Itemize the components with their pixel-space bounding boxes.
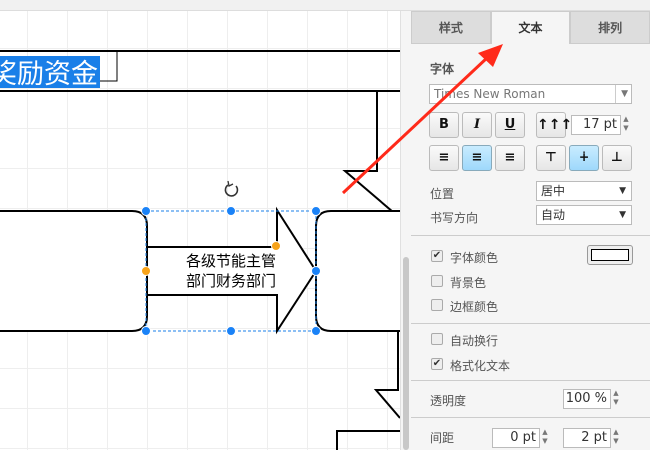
align-left-button[interactable]: ≡ <box>429 145 459 171</box>
formatted-text-checkbox[interactable]: ✔ <box>431 358 443 370</box>
direction-label: 书写方向 <box>430 211 479 225</box>
diagram-canvas[interactable]: 奖励资金 各级节能主管 部门财务部门 <box>0 11 400 450</box>
align-middle-button[interactable]: ∔ <box>569 145 599 171</box>
divider <box>411 417 650 418</box>
align-center-button[interactable]: ≡ <box>462 145 492 171</box>
opacity-spinner[interactable]: ▲▼ <box>613 389 619 406</box>
resize-handle[interactable] <box>226 206 236 216</box>
resize-handle[interactable] <box>141 206 151 216</box>
line-spacing-icon[interactable]: ↑↑↑ <box>536 112 572 138</box>
font-size-input[interactable]: 17 pt <box>571 115 621 135</box>
font-section-label: 字体 <box>430 62 455 76</box>
position-select[interactable]: 居中 ▼ <box>536 181 632 201</box>
resize-handle[interactable] <box>311 326 321 336</box>
formatted-text-label: 格式化文本 <box>450 359 511 373</box>
spacing-global-spinner[interactable]: ▲▼ <box>613 428 619 445</box>
font-color-swatch[interactable] <box>587 245 633 265</box>
bold-button[interactable]: B <box>429 112 459 138</box>
selected-text[interactable]: 奖励资金 <box>0 59 98 90</box>
tab-arrange[interactable]: 排列 <box>570 11 650 44</box>
font-size-spinner[interactable]: ▲▼ <box>623 115 629 132</box>
spacing-top-spinner[interactable]: ▲▼ <box>542 428 548 445</box>
word-wrap-label: 自动换行 <box>450 334 499 348</box>
down-arrow[interactable] <box>342 91 400 219</box>
vertical-scrollbar[interactable] <box>400 11 411 450</box>
constraint-handle[interactable] <box>141 266 151 276</box>
dropdown-arrow-icon: ▼ <box>615 85 628 103</box>
bottom-box[interactable] <box>336 430 400 450</box>
format-panel: 样式 文本 排列 字体 Times New Roman ▼ B I U ↑↑↑ 1… <box>411 11 650 450</box>
italic-button[interactable]: I <box>462 112 492 138</box>
direction-select[interactable]: 自动 ▼ <box>536 205 632 225</box>
down-arrow-bottom[interactable] <box>373 331 400 419</box>
spacing-global-input[interactable]: 2 pt <box>563 428 611 448</box>
tab-style[interactable]: 样式 <box>411 11 491 44</box>
resize-handle[interactable] <box>311 266 321 276</box>
position-label: 位置 <box>430 187 455 201</box>
opacity-input[interactable]: 100 % <box>563 389 611 409</box>
right-process-box[interactable] <box>315 210 400 332</box>
align-right-button[interactable]: ≡ <box>495 145 525 171</box>
opacity-label: 透明度 <box>430 394 467 408</box>
border-color-checkbox[interactable] <box>431 299 443 311</box>
font-color-checkbox[interactable]: ✔ <box>431 250 443 262</box>
arrow-label[interactable]: 部门财务部门 <box>186 272 276 290</box>
divider <box>411 380 650 381</box>
scrollbar-thumb[interactable] <box>403 257 409 450</box>
border-color-label: 边框颜色 <box>450 300 499 314</box>
word-wrap-checkbox[interactable] <box>431 333 443 345</box>
font-family-value: Times New Roman <box>434 87 546 101</box>
underline-button[interactable]: U <box>495 112 525 138</box>
resize-handle[interactable] <box>311 206 321 216</box>
spacing-label: 间距 <box>430 431 455 445</box>
direction-value: 自动 <box>541 208 566 222</box>
dropdown-arrow-icon: ▼ <box>619 210 626 220</box>
position-value: 居中 <box>541 184 566 198</box>
resize-handle[interactable] <box>226 326 236 336</box>
divider <box>411 235 650 236</box>
font-family-select[interactable]: Times New Roman ▼ <box>429 84 632 104</box>
align-bottom-button[interactable]: ⊥ <box>602 145 632 171</box>
right-arrow-shape[interactable] <box>146 206 318 335</box>
text-selection-highlight <box>0 56 100 88</box>
constraint-handle[interactable] <box>271 241 281 251</box>
arrow-label[interactable]: 各级节能主管 <box>186 252 276 270</box>
background-color-label: 背景色 <box>450 276 487 290</box>
rotate-icon[interactable] <box>224 180 239 197</box>
left-process-box[interactable] <box>0 210 148 332</box>
dropdown-arrow-icon: ▼ <box>619 186 626 196</box>
top-bar <box>0 0 650 11</box>
divider <box>411 323 650 324</box>
spacing-top-input[interactable]: 0 pt <box>492 428 540 448</box>
resize-handle[interactable] <box>141 326 151 336</box>
tab-text[interactable]: 文本 <box>490 11 571 44</box>
background-color-checkbox[interactable] <box>431 275 443 287</box>
font-color-label: 字体颜色 <box>450 251 499 265</box>
align-top-button[interactable]: ⊤ <box>536 145 566 171</box>
